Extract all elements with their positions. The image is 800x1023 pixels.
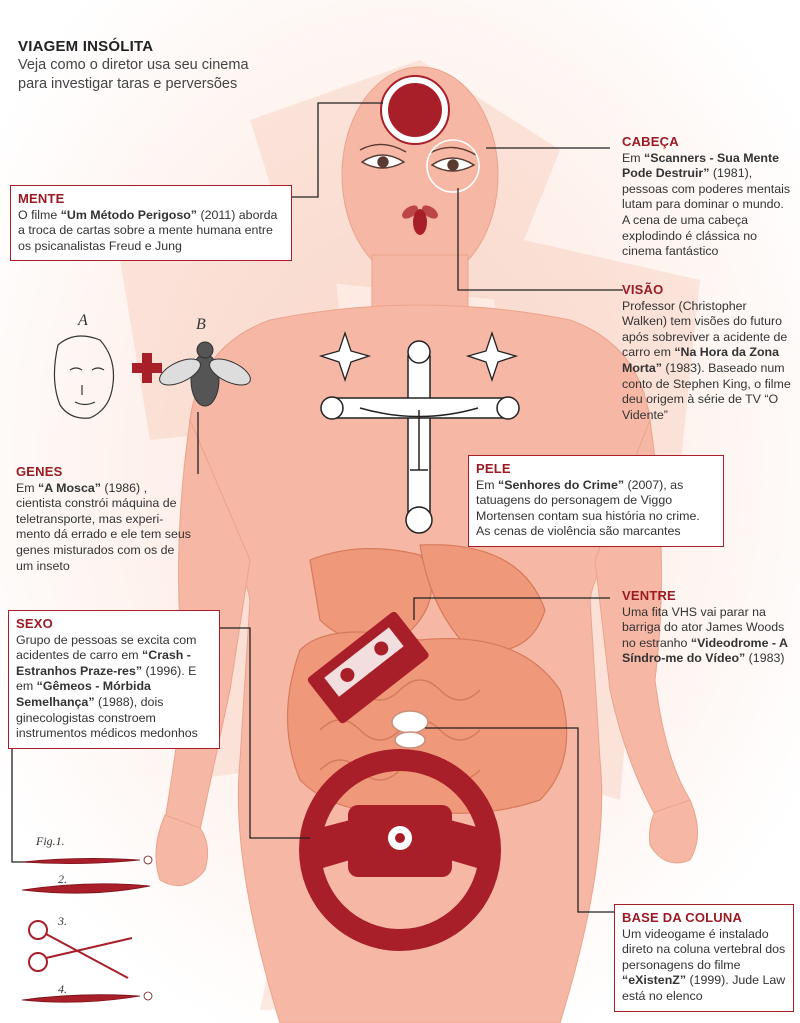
plus-icon — [132, 353, 162, 383]
callout-text: (1983). Baseado num conto de Stephen Kin… — [622, 360, 791, 422]
callout-sexo: SEXO Grupo de pessoas se excita com acid… — [8, 610, 220, 749]
instrument-label-4: 4. — [58, 982, 67, 996]
header: VIAGEM INSÓLITA Veja como o diretor usa … — [18, 38, 318, 93]
vhs-tape — [307, 611, 429, 724]
film-title: “Senhores do Crime” — [498, 477, 625, 492]
instrument-label-1: Fig.1. — [36, 834, 65, 848]
callout-text: Uma fita VHS vai parar na barriga do ato… — [622, 604, 785, 650]
page-subtitle-line1: Veja como o diretor usa seu cinema — [18, 57, 249, 73]
face-sketch — [53, 335, 115, 419]
callout-heading: SEXO — [16, 616, 53, 631]
callout-heading: CABEÇA — [622, 134, 679, 149]
callout-text: Em — [622, 150, 645, 165]
film-title: “A Mosca” — [38, 480, 101, 495]
page-subtitle-line2: para investigar taras e perversões — [18, 76, 238, 92]
callout-text: (1986) , cientista constrói máquina de t… — [16, 480, 191, 573]
left-hand — [155, 814, 209, 887]
instrument-label-2: 2. — [58, 872, 67, 886]
surgical-instruments — [21, 855, 153, 1003]
head-target — [380, 75, 450, 145]
callout-heading: GENES — [16, 464, 63, 479]
steering-wheel — [299, 749, 501, 951]
callout-text: Um videogame é instalado direto na colun… — [622, 926, 786, 972]
genes-illustration — [53, 335, 251, 419]
eyes — [359, 143, 477, 172]
callout-heading: PELE — [476, 461, 511, 476]
page-title: VIAGEM INSÓLITA — [18, 38, 154, 55]
callout-text: (1983) — [745, 651, 785, 666]
callout-heading: VENTRE — [622, 588, 676, 603]
tattoo-stars — [318, 330, 519, 383]
callout-text: Professor (Christopher Walken) tem visõe… — [622, 298, 788, 360]
callout-visao: VISÃO Professor (Christopher Walken) tem… — [622, 282, 794, 423]
callout-text: (1981), pessoas com poderes mentais luta… — [622, 166, 791, 259]
vertebra — [391, 710, 429, 749]
callout-text: (2007), as tatuagens do personagem de Vi… — [476, 477, 700, 539]
film-title: “Na Hora da Zona Morta” — [622, 345, 779, 375]
eye-highlight-ring — [426, 139, 480, 193]
film-title: “Crash - Estranhos Praze-res” — [16, 648, 191, 678]
callout-heading: VISÃO — [622, 282, 664, 297]
callout-text: (1996). E em — [16, 663, 197, 694]
callout-text: Em — [476, 477, 499, 492]
fly-sketch — [159, 341, 251, 407]
callout-heading: MENTE — [18, 191, 65, 206]
callout-heading: BASE DA COLUNA — [622, 910, 743, 925]
film-title: “Gêmeos - Mórbida Semelhança” — [16, 679, 151, 709]
film-title: “Scanners - Sua Mente Pode Destruir” — [622, 150, 779, 181]
film-title: “Videodrome - A Síndro-me do Vídeo” — [622, 635, 788, 666]
callout-ventre: VENTRE Uma fita VHS vai parar na barriga… — [622, 588, 794, 667]
callout-text: (1988), dois ginecologistas constroem in… — [16, 694, 198, 741]
film-title: “eXistenZ” — [622, 973, 687, 988]
callout-text: O filme — [18, 207, 61, 222]
callout-mente: MENTE O filme “Um Método Perigoso” (2011… — [10, 185, 292, 262]
callout-text: (1999). Jude Law está no elenco — [622, 973, 786, 1003]
callout-base-da-coluna: BASE DA COLUNA Um videogame é instalado … — [614, 904, 794, 1012]
callout-pele: PELE Em “Senhores do Crime” (2007), as t… — [468, 455, 724, 547]
callout-text: (2011) aborda a troca de cartas sobre a … — [18, 207, 278, 253]
callout-cabeca: CABEÇA Em “Scanners - Sua Mente Pode Des… — [622, 134, 794, 260]
face-fly — [402, 205, 438, 235]
genes-label-a: A — [78, 312, 88, 329]
callout-text: Grupo de pessoas se excita com acidentes… — [16, 632, 197, 663]
genes-label-b: B — [196, 316, 206, 333]
crucifix-tattoo — [320, 340, 520, 534]
callout-text: Em — [16, 480, 39, 495]
callout-genes: GENES Em “A Mosca” (1986) , cientista co… — [16, 464, 192, 574]
film-title: “Um Método Perigoso” — [60, 207, 197, 222]
right-hand — [649, 799, 698, 864]
instrument-label-3: 3. — [58, 914, 67, 928]
